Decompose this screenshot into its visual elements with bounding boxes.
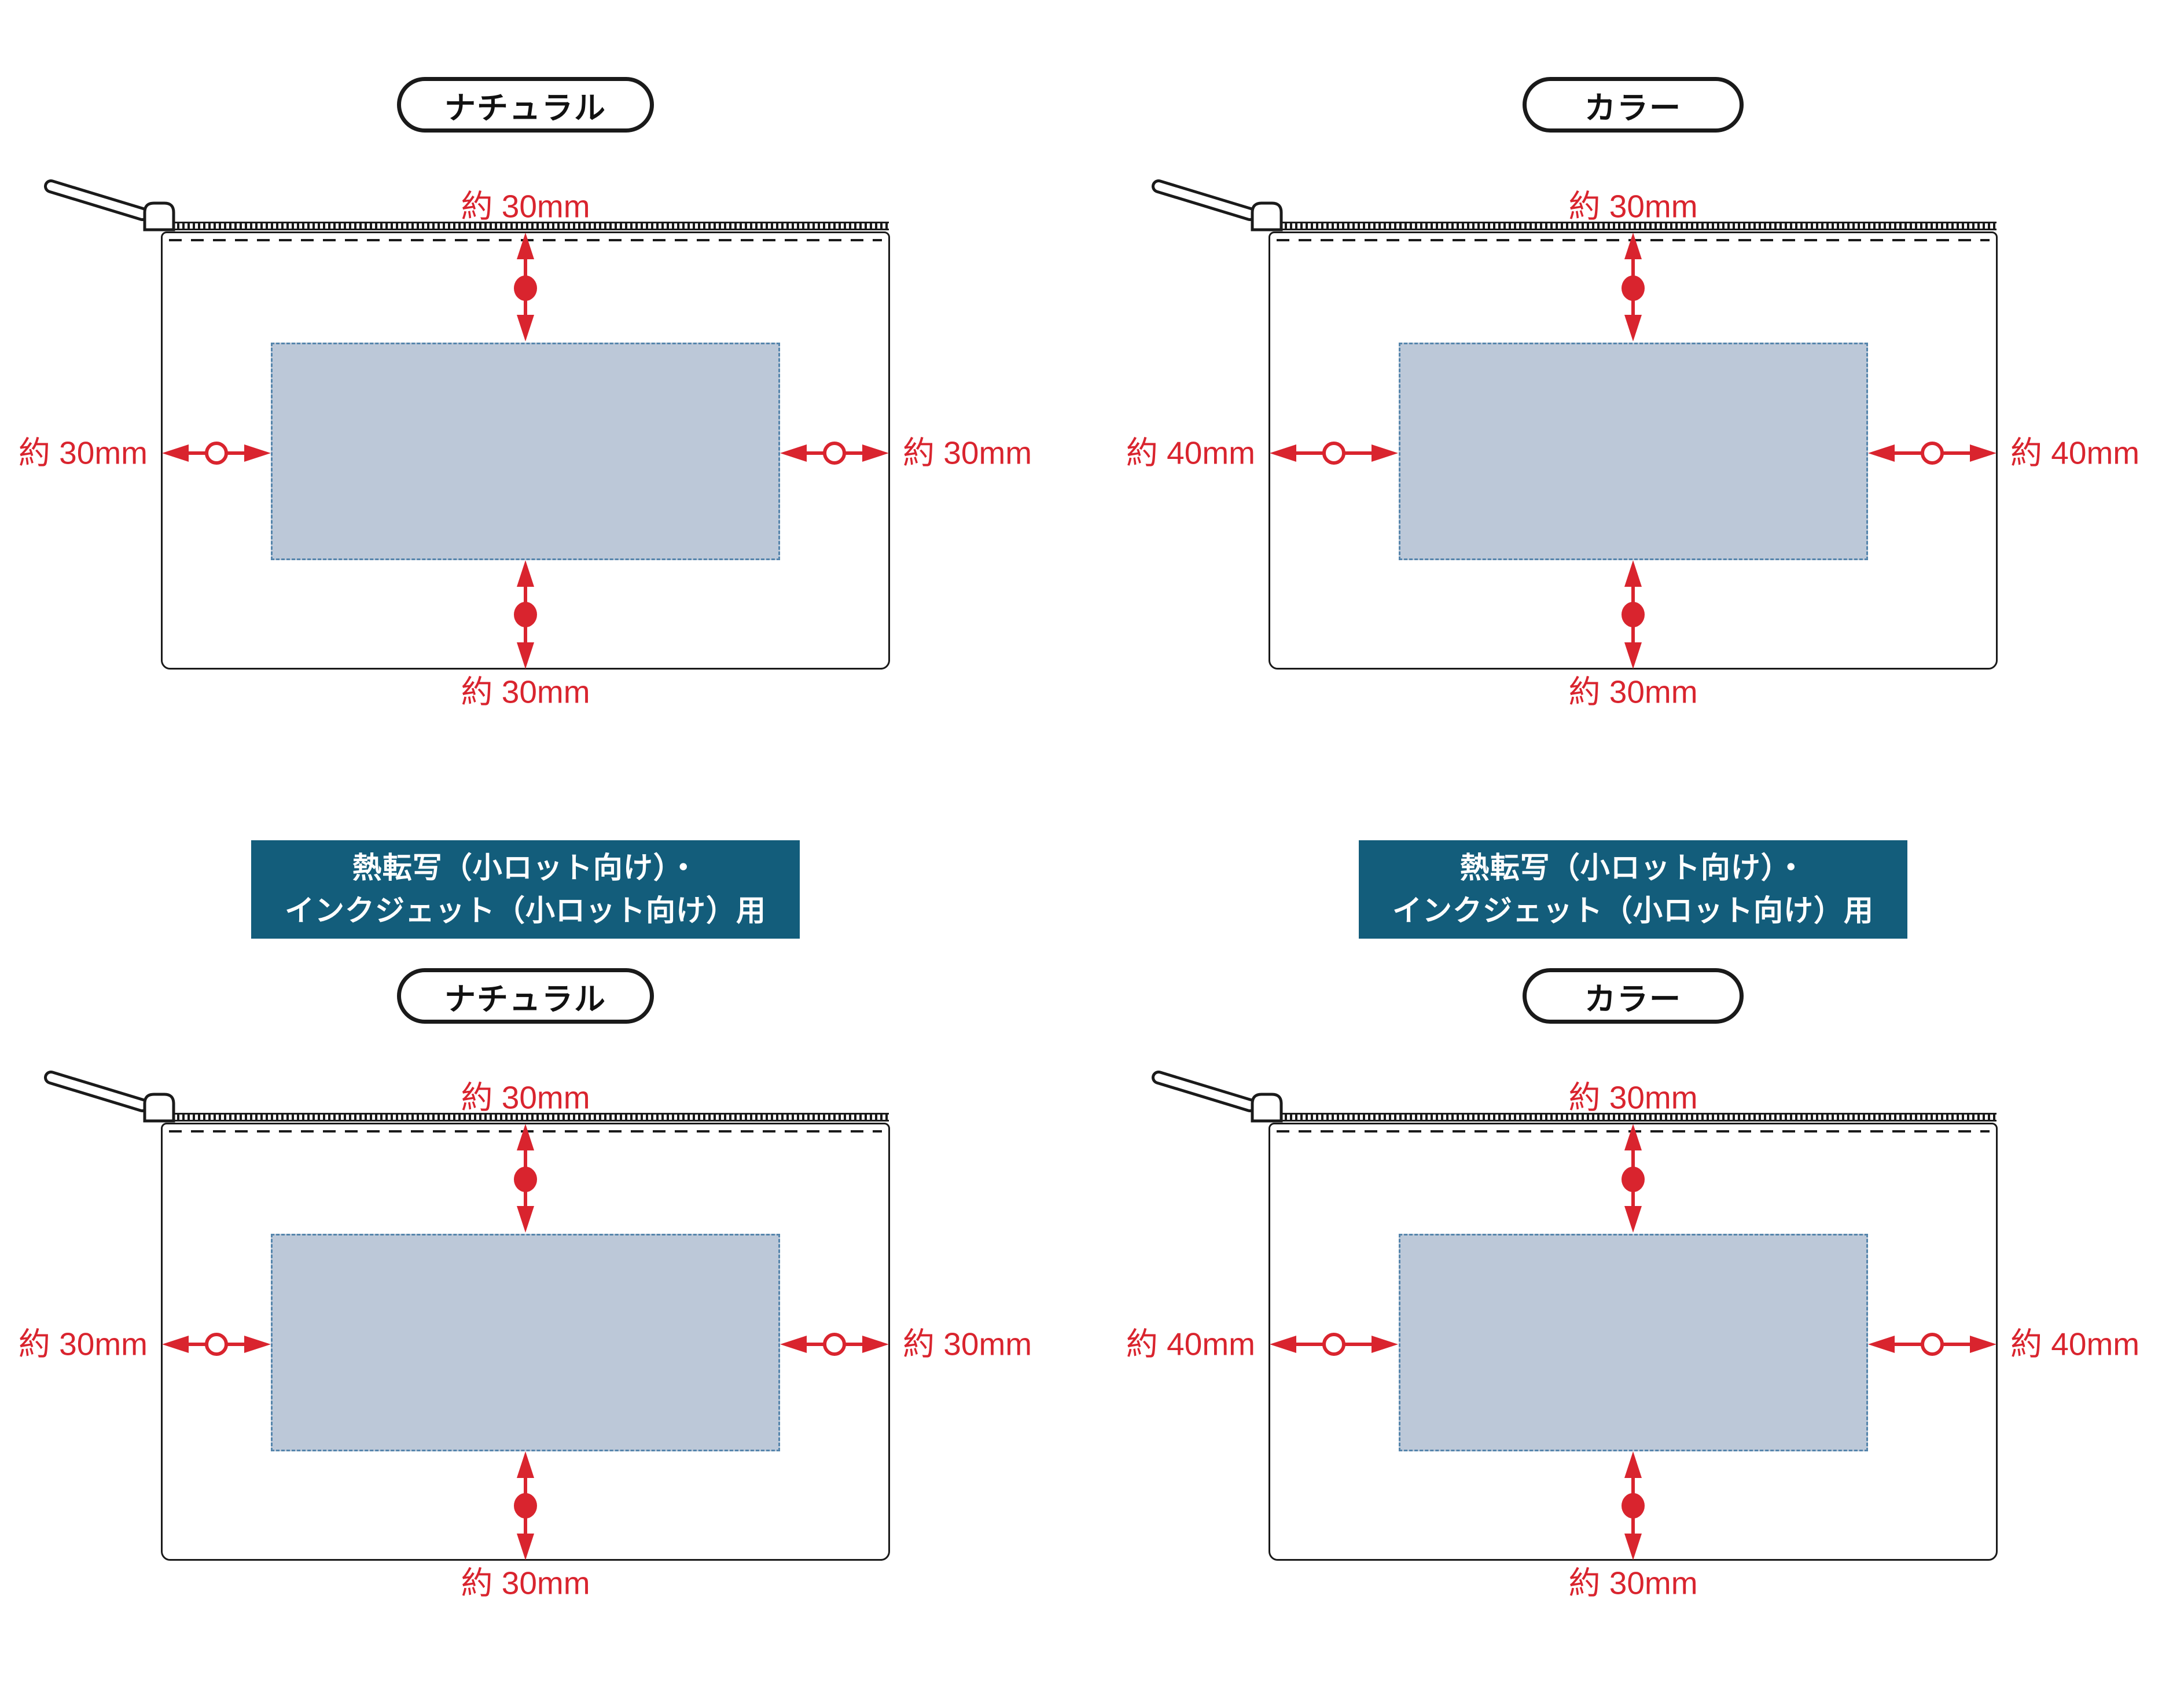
margin-label-left: 約 30mm	[18, 435, 148, 471]
arrowhead-down	[517, 315, 534, 341]
print-area	[1399, 1234, 1868, 1451]
header-line2: インクジェット（小ロット向け）用	[1392, 894, 1874, 927]
dimension-ring	[823, 1333, 846, 1356]
variant-pill-label: カラー	[1584, 981, 1682, 1017]
dimension-ring	[205, 1333, 228, 1356]
dimension-dot	[514, 1493, 537, 1518]
zipper-teeth	[1253, 222, 1997, 230]
print-area	[271, 343, 780, 560]
header-line1: 熱転写（小ロット向け）・	[1459, 851, 1807, 884]
margin-label-bottom: 約 30mm	[1568, 674, 1698, 710]
header-banner: 熱転写（小ロット向け）・ インクジェット（小ロット向け）用	[251, 840, 800, 939]
print-area	[1399, 343, 1868, 560]
dimension-arrow-top	[1622, 1124, 1645, 1233]
dimension-arrow-bottom	[1622, 560, 1645, 669]
print-area	[271, 1234, 780, 1451]
dimension-arrow-left	[162, 1333, 271, 1356]
margin-label-right: 約 40mm	[2010, 435, 2140, 471]
dimension-ring	[823, 442, 846, 465]
panel-bottom-right-color: 熱転写（小ロット向け）・ インクジェット（小ロット向け）用 カラー	[1108, 840, 2159, 1643]
variant-pill: ナチュラル	[397, 77, 654, 133]
margin-label-bottom: 約 30mm	[461, 1565, 590, 1601]
dimension-arrow-right	[780, 442, 889, 465]
header-banner: 熱転写（小ロット向け）・ インクジェット（小ロット向け）用	[1359, 840, 1907, 939]
variant-pill: カラー	[1523, 77, 1744, 133]
margin-label-right: 約 30mm	[903, 435, 1032, 471]
margin-label-right: 約 40mm	[2010, 1326, 2140, 1362]
panel-bottom-left-natural: 熱転写（小ロット向け）・ インクジェット（小ロット向け）用 ナチュラル	[0, 840, 1051, 1643]
dimension-dot	[1622, 1167, 1645, 1192]
variant-pill: ナチュラル	[397, 968, 654, 1024]
dimension-arrow-bottom	[514, 1451, 537, 1560]
margin-label-top: 約 30mm	[461, 188, 590, 225]
dimension-arrow-left	[162, 442, 271, 465]
header-line1: 熱転写（小ロット向け）・	[352, 851, 699, 884]
variant-pill-label: ナチュラル	[444, 90, 606, 126]
zipper-pull-icon	[1152, 179, 1283, 231]
zipper-teeth	[1253, 1113, 1997, 1122]
panel-top-left-natural: ナチュラル	[0, 0, 1051, 752]
dimension-ring	[1921, 1333, 1944, 1356]
arrowhead-up	[517, 233, 534, 259]
margin-label-bottom: 約 30mm	[461, 674, 590, 710]
dimension-arrow-left	[1270, 1333, 1398, 1356]
dimension-arrow-right	[780, 1333, 889, 1356]
margin-label-top: 約 30mm	[1568, 1079, 1698, 1116]
margin-label-bottom: 約 30mm	[1568, 1565, 1698, 1601]
variant-pill-label: ナチュラル	[444, 981, 606, 1017]
zipper-teeth	[146, 222, 889, 230]
dimension-arrow-right	[1868, 442, 1997, 465]
margin-label-top: 約 30mm	[1568, 188, 1698, 225]
dimension-arrow-top	[1622, 233, 1645, 341]
dimension-dot	[1622, 1493, 1645, 1518]
zipper-pull-icon	[44, 179, 175, 231]
dimension-arrow-top	[514, 1124, 537, 1233]
margin-label-left: 約 40mm	[1126, 435, 1255, 471]
dimension-ring	[1322, 1333, 1345, 1356]
header-line2: インクジェット（小ロット向け）用	[284, 894, 766, 927]
variant-pill: カラー	[1523, 968, 1744, 1024]
panel-top-right-color: カラー	[1108, 0, 2159, 752]
margin-label-top: 約 30mm	[461, 1079, 590, 1116]
zipper-pull-icon	[1152, 1071, 1283, 1123]
zipper-pull-icon	[44, 1071, 175, 1123]
dimension-dot	[1622, 275, 1645, 301]
zipper-teeth	[146, 1113, 889, 1122]
dimension-dot	[514, 1167, 537, 1192]
dimension-arrow-bottom	[514, 560, 537, 669]
dimension-arrow-right	[1868, 1333, 1997, 1356]
dimension-dot	[514, 275, 537, 301]
dimension-dot	[1622, 602, 1645, 627]
dimension-arrow-bottom	[1622, 1451, 1645, 1560]
dimension-ring	[205, 442, 228, 465]
margin-label-left: 約 40mm	[1126, 1326, 1255, 1362]
margin-label-left: 約 30mm	[18, 1326, 148, 1362]
dimension-arrow-top	[514, 233, 537, 341]
dimension-arrow-left	[1270, 442, 1398, 465]
variant-pill-label: カラー	[1584, 90, 1682, 126]
dimension-ring	[1921, 442, 1944, 465]
dimension-ring	[1322, 442, 1345, 465]
margin-label-right: 約 30mm	[903, 1326, 1032, 1362]
dimension-dot	[514, 602, 537, 627]
